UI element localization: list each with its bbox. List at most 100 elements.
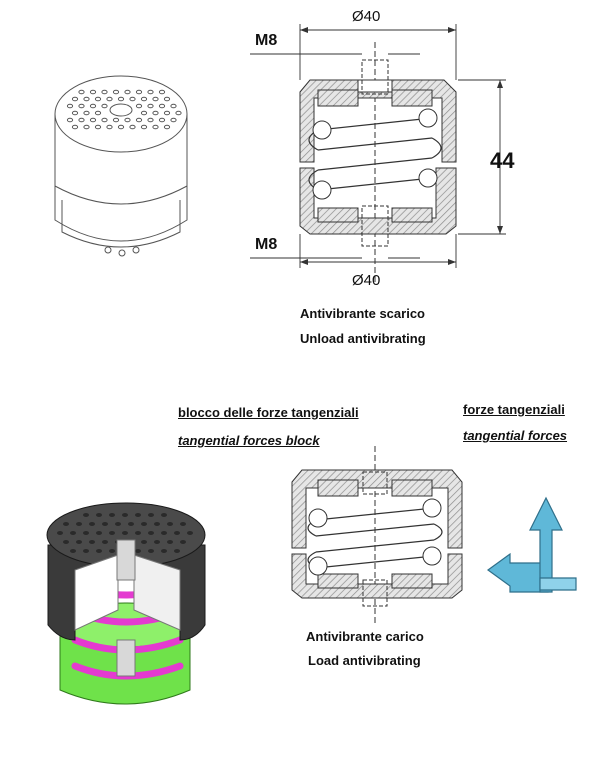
cap-hole [122,531,128,535]
surface-hole [163,124,171,130]
isometric-mount-drawing [54,75,188,257]
cap-hole [89,540,95,544]
cap-hole [76,522,82,526]
unload-caption-en: Unload antivibrating [300,331,426,346]
cap-hole [187,531,193,535]
surface-hole [71,96,79,102]
surface-hole [152,110,159,116]
load-caption-it: Antivibrante carico [306,629,424,644]
surface-hole [71,110,79,116]
surface-hole [83,96,90,102]
diameter-bottom-label: Ø40 [352,272,381,289]
cap-hole [63,522,69,526]
surface-hole [135,103,143,109]
surface-hole [78,89,85,95]
surface-hole [135,89,143,95]
cap-hole [174,531,180,535]
surface-hole [152,96,159,102]
surface-hole [140,124,148,130]
cap-hole [161,549,167,553]
surface-hole [94,110,102,116]
cap-hole [109,549,115,553]
cap-hole [109,513,115,517]
forces-label-en: tangential forces [463,428,568,443]
unloaded-section-drawing [250,24,506,282]
cap-hole [70,549,76,553]
surface-hole [163,96,171,102]
cap-hole [180,522,186,526]
cap-hole [135,549,141,553]
cap-hole [154,522,160,526]
cap-hole [141,540,147,544]
cap-hole [135,513,141,517]
surface-hole [112,117,120,123]
surface-hole [129,124,136,130]
forces-label-it: forze tangenziali [463,402,565,417]
surface-hole [147,89,154,95]
surface-hole [158,103,166,109]
block-label-it: blocco delle forze tangenziali [178,405,359,420]
cap-hole [115,522,121,526]
surface-hole [89,89,97,95]
unload-caption-it: Antivibrante scarico [300,306,425,321]
surface-hole [94,124,102,130]
cap-hole [154,540,160,544]
surface-hole [152,124,159,130]
surface-hole [129,96,136,102]
surface-hole [66,103,74,109]
cap-hole [128,522,134,526]
cap-hole [148,531,154,535]
surface-hole [124,117,131,123]
cap-hole [122,513,128,517]
surface-hole [124,89,131,95]
surface-hole [175,110,182,116]
cap-hole [63,540,69,544]
surface-hole [94,96,102,102]
cap-hole [102,540,108,544]
cap-hole [180,540,186,544]
surface-hole [147,117,154,123]
surface-hole [170,117,177,123]
surface-hole [83,110,90,116]
cap-hole [135,531,141,535]
thread-top-label: M8 [255,32,278,49]
load-caption-en: Load antivibrating [308,653,421,668]
surface-hole [163,110,171,116]
cap-hole [109,531,115,535]
cap-hole [57,531,63,535]
surface-hole [71,124,79,130]
cap-hole [70,531,76,535]
surface-hole [106,96,113,102]
thread-bottom-label: M8 [255,236,278,253]
surface-hole [78,117,85,123]
cap-hole [161,513,167,517]
surface-hole [106,124,113,130]
cap-hole [174,549,180,553]
surface-hole [117,96,125,102]
tangential-force-arrows [486,496,577,593]
cap-hole [83,549,89,553]
height-dimension-label: 44 [490,148,515,173]
diameter-top-label: Ø40 [352,8,381,25]
surface-hole [89,117,97,123]
cap-hole [141,522,147,526]
cap-hole [96,549,102,553]
surface-hole [112,89,120,95]
surface-hole [147,103,154,109]
surface-hole [101,103,108,109]
cap-hole [89,522,95,526]
surface-hole [78,103,85,109]
surface-hole [158,89,166,95]
cap-hole [96,531,102,535]
surface-hole [135,117,143,123]
surface-hole [66,117,74,123]
surface-hole [89,103,97,109]
cap-hole [76,540,82,544]
surface-hole [140,96,148,102]
cap-hole [148,549,154,553]
cap-hole [96,513,102,517]
cap-hole [167,522,173,526]
surface-hole [101,117,108,123]
cap-hole [83,531,89,535]
